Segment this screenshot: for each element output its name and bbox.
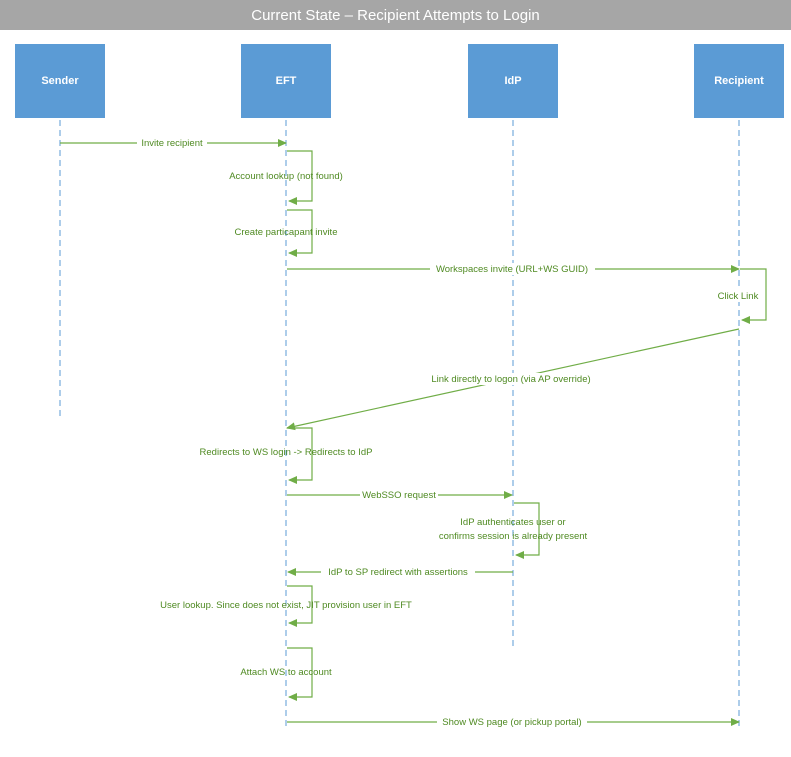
actor-recipient: Recipient — [694, 44, 784, 118]
actor-eft-label: EFT — [275, 75, 297, 87]
msg-click-link-label: Click Link — [718, 291, 759, 302]
msg-workspaces-invite-label: Workspaces invite (URL+WS GUID) — [436, 264, 588, 275]
msg-link-to-logon-label: Link directly to logon (via AP override) — [431, 374, 590, 385]
msg-create-participant-invite-arrow — [287, 209, 313, 257]
msg-idp-to-sp-redirect-label: IdP to SP redirect with assertions — [328, 567, 468, 578]
msg-click-link-arrow — [740, 268, 767, 324]
diagram-title: Current State – Recipient Attempts to Lo… — [0, 0, 791, 30]
msg-user-lookup-label: User lookup. Since does not exist, JIT p… — [160, 600, 412, 611]
actor-recipient-label: Recipient — [714, 75, 764, 87]
msg-account-lookup-label: Account lookup (not found) — [229, 171, 343, 182]
msg-invite-recipient-label: Invite recipient — [141, 138, 203, 149]
msg-idp-authenticates-label-2: confirms session is already present — [439, 531, 588, 542]
actor-idp: IdP — [468, 44, 558, 118]
msg-create-participant-invite-label: Create particapant invite — [235, 227, 338, 238]
msg-show-ws-page-label: Show WS page (or pickup portal) — [442, 717, 581, 728]
actor-sender: Sender — [15, 44, 105, 118]
msg-redirects-to-ws-login-label: Redirects to WS login -> Redirects to Id… — [200, 447, 373, 458]
msg-attach-ws-label: Attach WS to account — [240, 667, 332, 678]
msg-user-lookup-arrow — [287, 585, 313, 627]
msg-websso-request-label: WebSSO request — [362, 490, 436, 501]
actor-eft: EFT — [241, 44, 331, 118]
msg-attach-ws-arrow — [287, 647, 313, 701]
actor-sender-label: Sender — [41, 75, 79, 87]
msg-account-lookup-arrow — [287, 150, 313, 205]
msg-redirects-to-ws-login-arrow — [287, 427, 313, 484]
msg-idp-authenticates-label-1: IdP authenticates user or — [460, 517, 565, 528]
msg-idp-authenticates-arrow — [514, 502, 540, 559]
actor-idp-label: IdP — [504, 75, 522, 87]
